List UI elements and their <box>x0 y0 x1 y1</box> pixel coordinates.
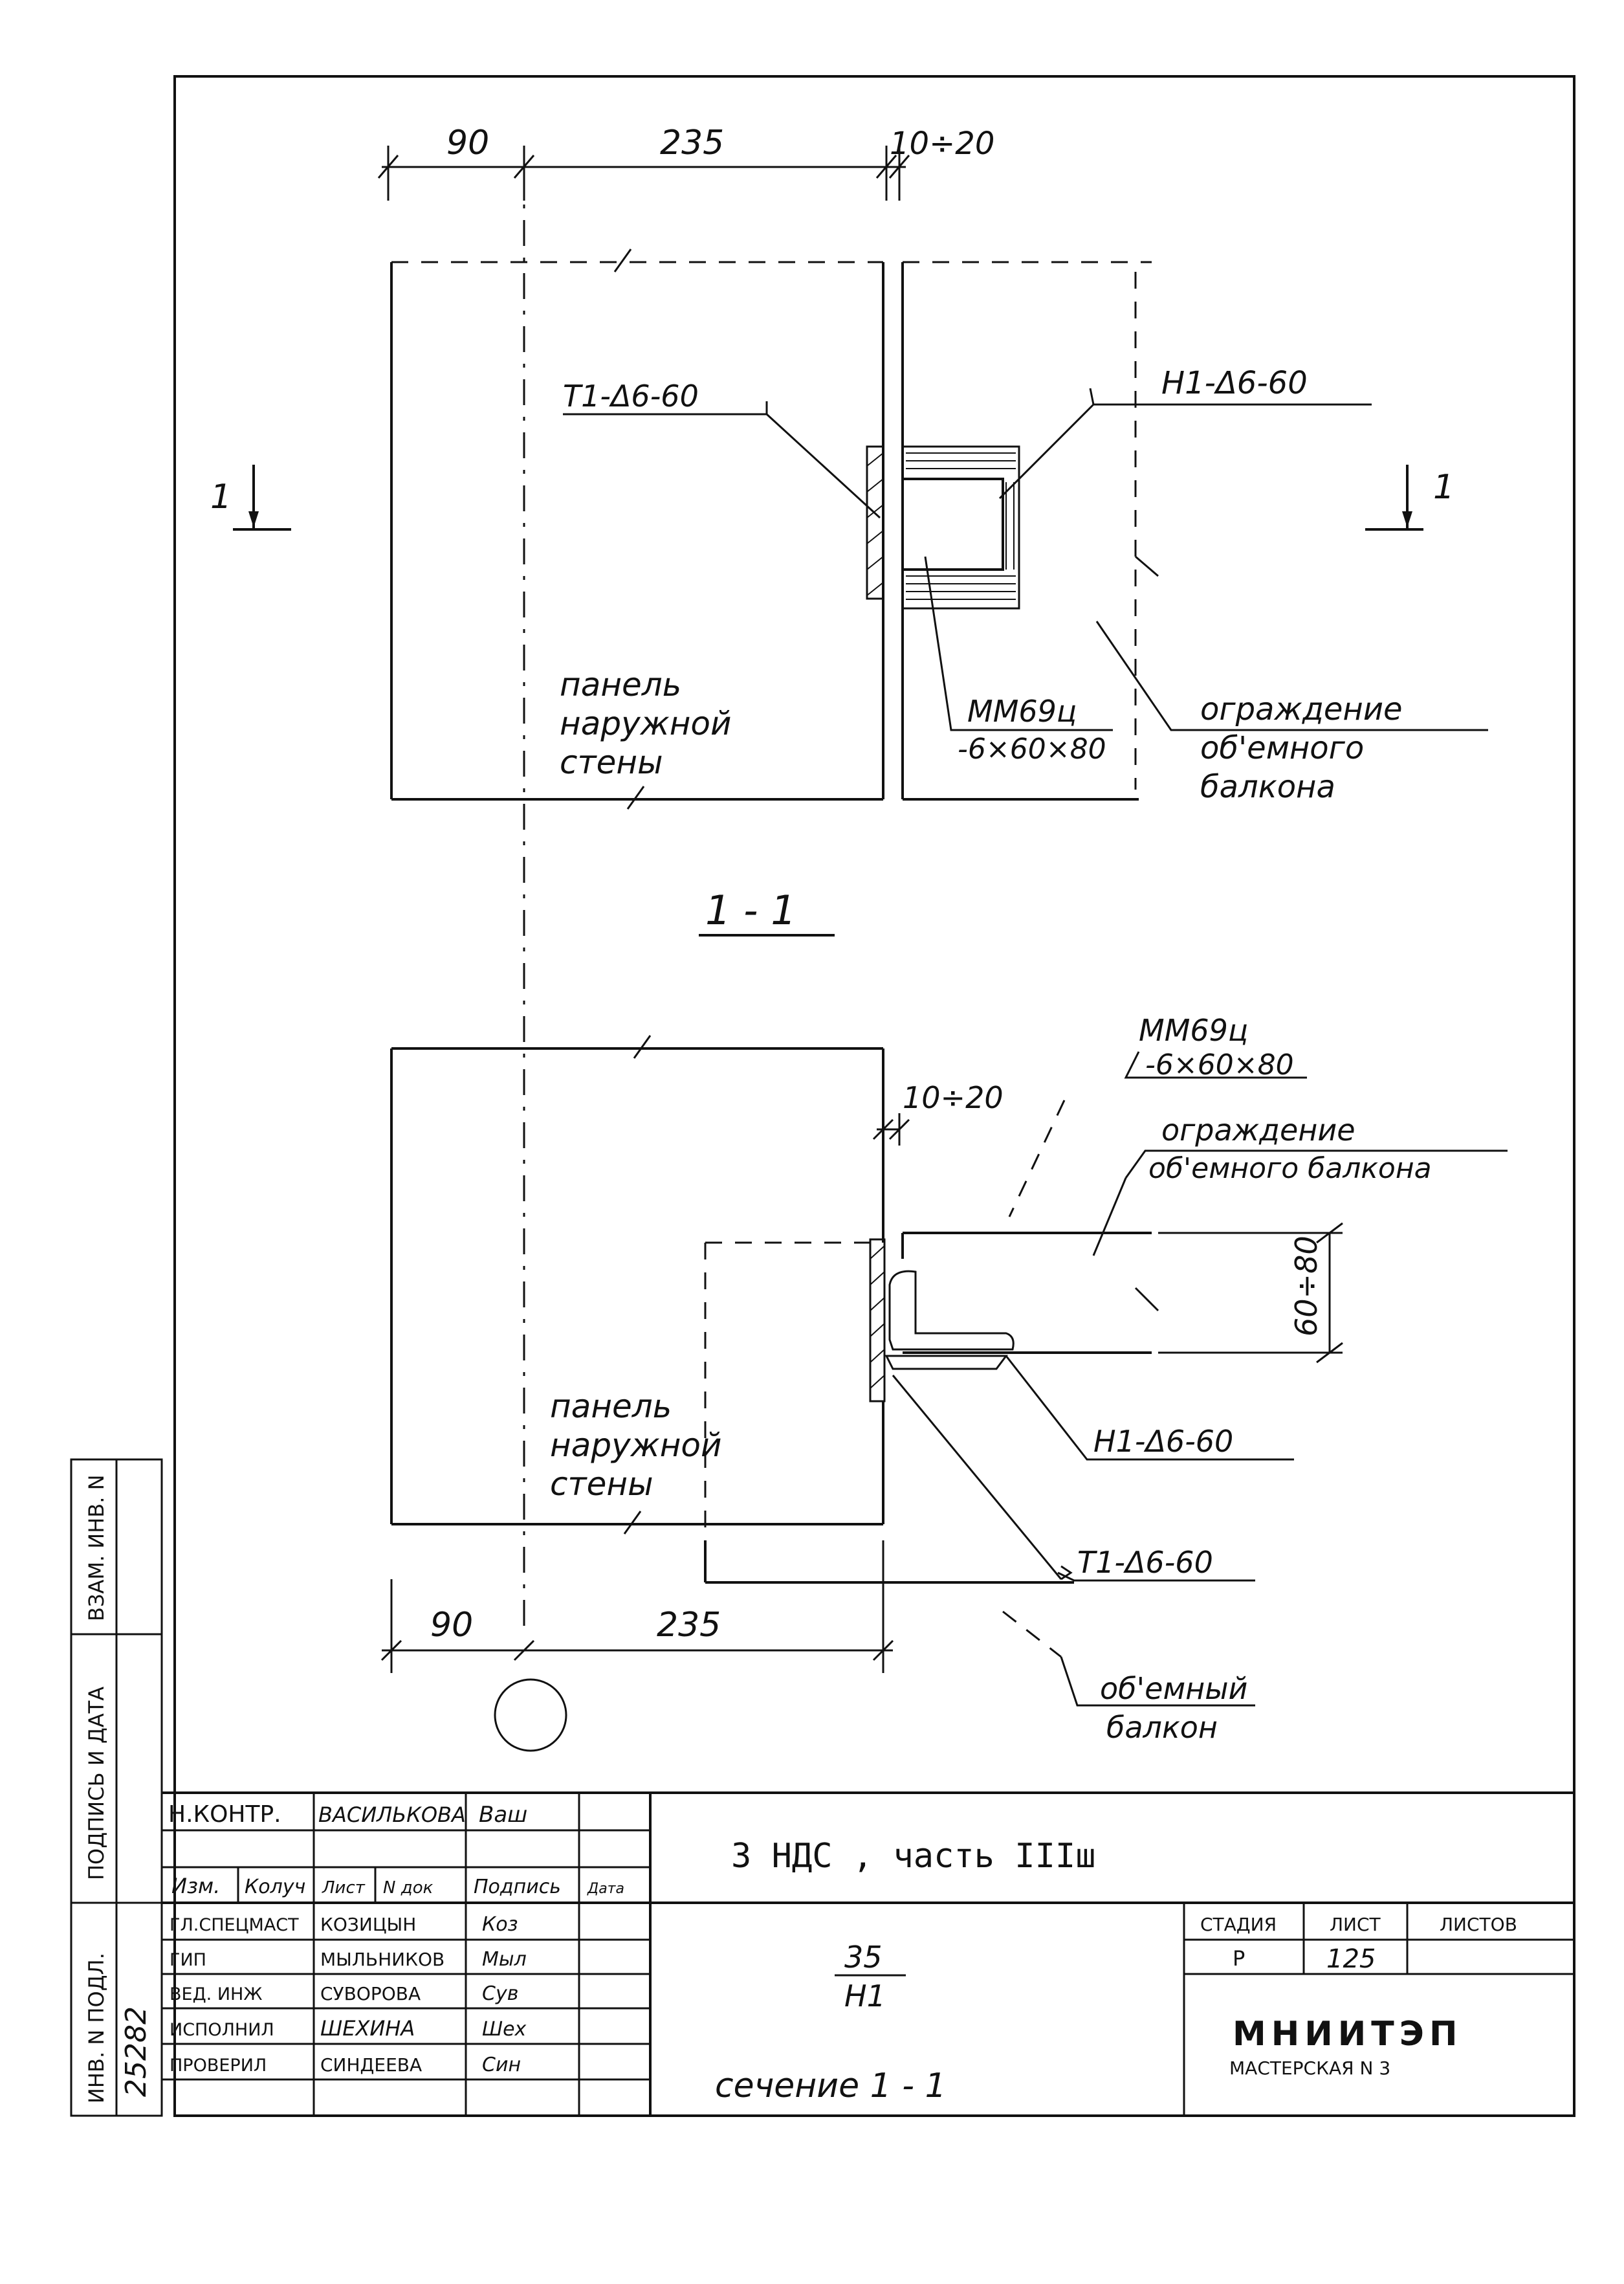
tb-sheet-title: сечение 1 - 1 <box>715 2067 947 2105</box>
side-stamp: ВЗАМ. ИНВ. N ПОДПИСЬ И ДАТА ИНВ. N ПОДЛ.… <box>70 1458 163 2117</box>
sec-dim-height: 60÷80 <box>1289 1236 1324 1336</box>
tb-row5-role: ПРОВЕРИЛ <box>170 2056 267 2076</box>
tb-control-name: ВАСИЛЬКОВА <box>318 1802 466 1827</box>
side-inv-number: 25282 <box>120 2006 153 2097</box>
top-plate-line1: MM69ц <box>967 694 1077 729</box>
top-label-h1: H1-Δ6-60 <box>1161 365 1308 401</box>
tb-list-label: ЛИСТ <box>1330 1914 1381 1935</box>
tb-row3-name: СУВОРОВА <box>320 1983 421 2004</box>
top-fence-line3: балкона <box>1200 769 1335 805</box>
top-dim-235: 235 <box>660 124 724 162</box>
tb-row3-sign: Сув <box>482 1982 518 2005</box>
tb-list-value: 125 <box>1326 1944 1376 1974</box>
sec-panel-line2: наружной <box>550 1426 721 1464</box>
tb-hdr-ndok: N док <box>383 1878 433 1898</box>
top-view: 90 235 10÷20 <box>210 124 1488 1631</box>
sec-label-t1: T1-Δ6-60 <box>1077 1545 1213 1580</box>
tb-hdr-podpis: Подпись <box>474 1876 561 1898</box>
tb-code-top: 35 <box>844 1940 883 1975</box>
tb-row5-sign: Син <box>482 2054 521 2076</box>
tb-row4-sign: Шех <box>482 2018 527 2041</box>
tb-hdr-data: Дата <box>587 1881 624 1897</box>
side-podpis-data: ПОДПИСЬ И ДАТА <box>84 1687 109 1880</box>
side-vzam-inv: ВЗАМ. ИНВ. N <box>84 1474 109 1621</box>
sec-plate-line1: MM69ц <box>1139 1013 1248 1048</box>
cut-marker-left: 1 <box>210 478 232 516</box>
tb-org-sub: МАСТЕРСКАЯ N 3 <box>1229 2057 1390 2079</box>
tb-row4-role: ИСПОЛНИЛ <box>170 2020 274 2040</box>
sec-label-h1: H1-Δ6-60 <box>1093 1424 1233 1459</box>
tb-row1-name: КОЗИЦЫН <box>320 1914 416 1935</box>
tb-row1-sign: Коз <box>482 1913 518 1936</box>
tb-row3-role: ВЕД. ИНЖ <box>170 1984 262 2004</box>
tb-row2-role: ГИП <box>170 1950 206 1970</box>
tb-control-role: Н.КОНТР. <box>168 1801 281 1828</box>
sec-fence-line1: ограждение <box>1161 1113 1355 1148</box>
sec-panel-line3: стены <box>550 1465 653 1503</box>
tb-stage-label: СТАДИЯ <box>1200 1914 1277 1935</box>
sec-plate-line2: -6×60×80 <box>1145 1048 1294 1081</box>
tb-row1-role: ГЛ.СПЕЦМАСТ <box>170 1915 299 1935</box>
sheet-frame <box>173 75 1575 2117</box>
sec-fence-line2: об'емного балкона <box>1148 1152 1432 1185</box>
tb-project: 3 НДС , часть IIIш <box>731 1837 1096 1876</box>
section-view: 10÷20 60÷80 MM69ц -6×60×80 <box>380 1013 1508 1752</box>
top-plate-line2: -6×60×80 <box>958 733 1106 766</box>
tb-org-name: МНИИТЭП <box>1233 2015 1462 2054</box>
side-inv-podl: ИНВ. N ПОДЛ. <box>84 1953 109 2103</box>
sec-panel-line1: панель <box>550 1388 672 1425</box>
sec-balcony-line2: балкон <box>1106 1710 1218 1745</box>
top-dim-90: 90 <box>446 124 489 162</box>
top-dim-gap: 10÷20 <box>890 126 994 162</box>
tb-lists-label: ЛИСТОВ <box>1440 1914 1517 1935</box>
tb-code-bottom: H1 <box>844 1979 886 2013</box>
tb-hdr-list: Лист <box>322 1878 366 1898</box>
tb-control-sign: Ваш <box>479 1802 527 1828</box>
top-label-t1: T1-Δ6-60 <box>563 379 699 414</box>
top-fence-line2: об'емного <box>1200 730 1364 766</box>
section-title: 1 - 1 <box>705 887 796 934</box>
sec-balcony-line1: об'емный <box>1100 1671 1247 1706</box>
tb-row2-name: МЫЛЬНИКОВ <box>320 1949 444 1970</box>
reference-circle <box>494 1678 567 1752</box>
tb-row5-name: СИНДЕЕВА <box>320 2054 422 2076</box>
tb-hdr-koluch: Колуч <box>245 1876 305 1898</box>
tb-row4-name: ШЕХИНА <box>320 2016 415 2041</box>
cut-marker-right: 1 <box>1433 468 1454 507</box>
top-panel-line1: панель <box>560 666 681 704</box>
tb-stage-value: Р <box>1233 1946 1245 1971</box>
tb-row2-sign: Мыл <box>482 1948 527 1971</box>
tb-hdr-izm: Изм. <box>171 1874 220 1898</box>
sec-dim-gap: 10÷20 <box>903 1080 1004 1115</box>
top-fence-line1: ограждение <box>1200 691 1403 727</box>
sec-dim-235: 235 <box>657 1606 721 1645</box>
top-panel-line2: наружной <box>560 705 731 742</box>
sec-dim-90: 90 <box>430 1606 473 1645</box>
top-panel-line3: стены <box>560 744 663 781</box>
title-block: Н.КОНТР. ВАСИЛЬКОВА Ваш Изм. Колуч Лист … <box>162 1791 1574 2116</box>
